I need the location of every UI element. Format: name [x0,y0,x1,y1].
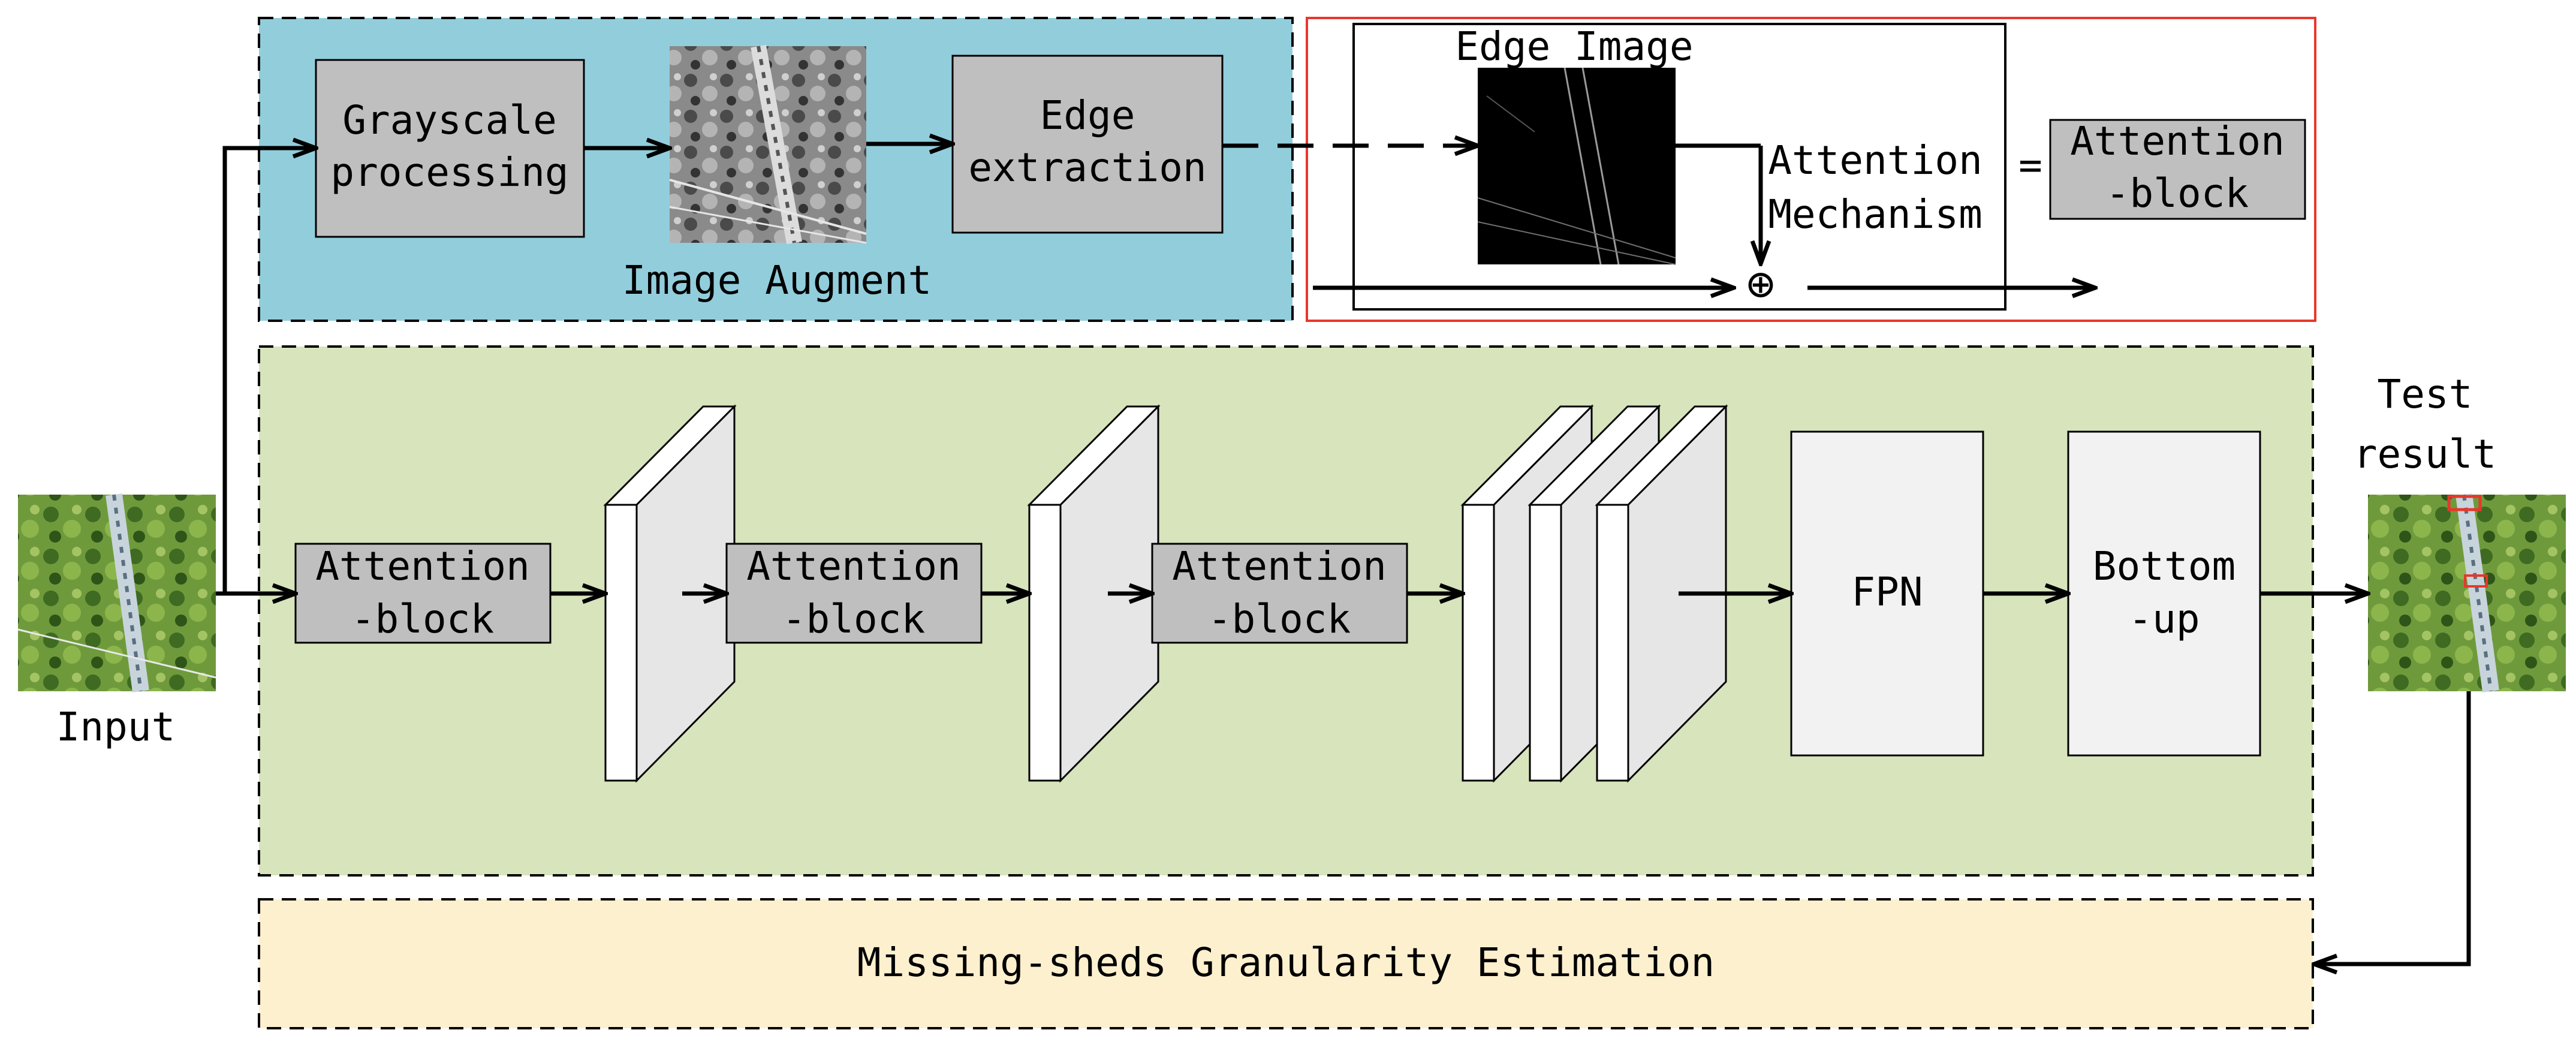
edge-image [1477,67,1676,265]
legend-block-label-line1: Attention [2070,118,2285,164]
input-photo [17,493,216,692]
edge-extraction-label-line2: extraction [968,144,1206,191]
attention-mechanism-label-line1: Attention [1768,137,1983,183]
attention-block-2: Attention -block [725,543,983,644]
backbone-panel: Attention -block Attention -block Attent… [258,345,2314,877]
image-augment-panel: Grayscale processing Edge extraction Ima… [258,17,1294,322]
attention-block-legend: Attention -block [2049,118,2306,220]
bottom-up-label-line1: Bottom [2093,543,2235,589]
grayscale-photo [669,44,867,245]
attention-block-3: Attention -block [1151,543,1408,644]
attention-block-1-line1: Attention [315,543,530,589]
attention-block-1: Attention -block [294,543,552,644]
element-wise-sum-symbol: ⊕ [1747,257,1775,311]
attention-block-2-line2: -block [782,596,925,642]
image-augment-caption: Image Augment [622,257,932,303]
input-label: Input [56,704,176,750]
arrow-input-to-augment [222,148,316,594]
equals-symbol: = [2018,142,2042,188]
edge-extraction-label-line1: Edge [1040,92,1135,138]
grayscale-label-line1: Grayscale [342,97,557,143]
attention-module-panel: Edge Image Attention Mechanism ⊕ = Atten… [1306,17,2316,322]
result-photo [2368,493,2566,692]
arrow-result-to-estimation [2314,691,2471,964]
fpn-box: FPN [1790,430,1984,757]
result-label-line2: result [2354,431,2496,477]
feature-slab-stack [1460,404,1728,783]
attention-block-1-line2: -block [351,596,494,642]
grayscale-processing-box: Grayscale processing [315,59,585,238]
estimation-panel: Missing-sheds Granularity Estimation [258,898,2314,1029]
fpn-label: FPN [1851,569,1923,615]
detection-box [2447,495,2482,511]
attention-block-3-line1: Attention [1172,543,1387,589]
result-label-line1: Test [2378,371,2473,417]
attention-block-3-line2: -block [1208,596,1351,642]
estimation-label: Missing-sheds Granularity Estimation [857,939,1715,986]
attention-mechanism-label-line2: Mechanism [1768,191,1983,237]
bottom-up-box: Bottom -up [2067,430,2261,757]
bottom-up-label-line2: -up [2128,596,2200,642]
edge-image-label: Edge Image [1455,23,1693,70]
edge-extraction-box: Edge extraction [951,55,1224,234]
attention-block-2-line1: Attention [746,543,961,589]
legend-block-label-line2: -block [2106,170,2249,216]
grayscale-label-line2: processing [330,149,568,195]
feature-slab-1 [603,404,737,783]
detection-box [2464,574,2488,588]
